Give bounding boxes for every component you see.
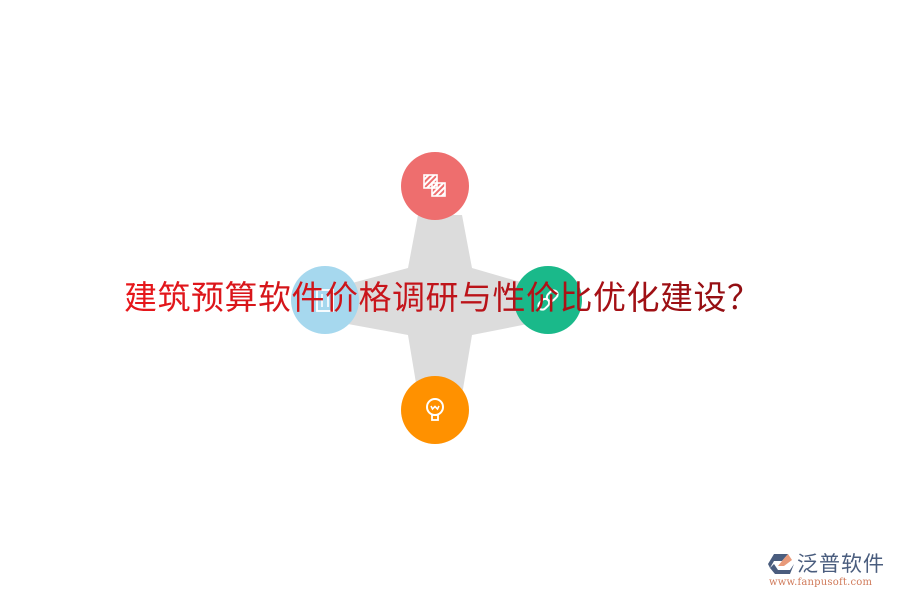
lightbulb-icon bbox=[426, 398, 444, 421]
logo-name: 泛普软件 bbox=[797, 552, 885, 576]
overlapping-squares-icon bbox=[423, 174, 446, 197]
brand-logo[interactable]: 泛普软件 www.fanpusoft.com bbox=[768, 552, 894, 596]
page-title: 建筑预算软件价格调研与性价比优化建设？ bbox=[124, 276, 764, 320]
node-left bbox=[291, 266, 359, 334]
node-top bbox=[401, 152, 469, 220]
logo-url: www.fanpusoft.com bbox=[769, 577, 873, 588]
logo-mark-icon bbox=[768, 554, 794, 574]
node-right bbox=[514, 266, 582, 334]
building-icon bbox=[316, 289, 334, 312]
node-bottom bbox=[401, 376, 469, 444]
link-icon bbox=[537, 289, 559, 311]
